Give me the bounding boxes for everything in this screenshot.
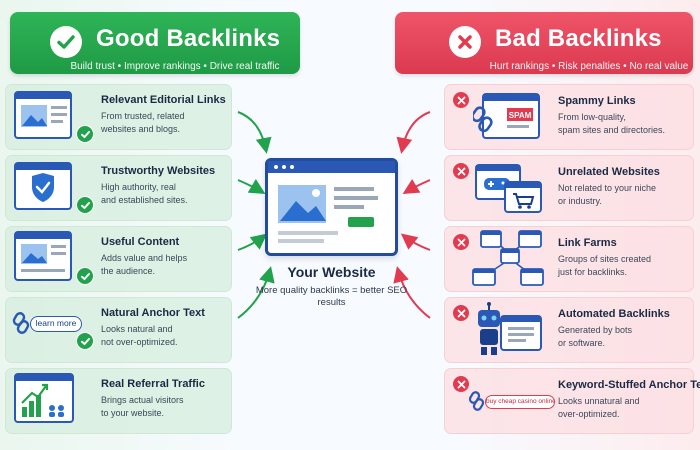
check-icon xyxy=(76,125,94,143)
good-arrow xyxy=(237,266,275,319)
item-title: Link Farms xyxy=(558,237,617,249)
good-item-card: Trustworthy Websites High authority, rea… xyxy=(5,155,232,221)
x-icon xyxy=(453,376,469,392)
item-description: From low-quality,spam sites and director… xyxy=(558,112,666,135)
bad-backlinks-title: Bad Backlinks xyxy=(495,25,662,52)
bad-item-card: SPAM Spammy Links From low-quality,spam … xyxy=(444,84,694,150)
spam-label: SPAM xyxy=(508,111,532,120)
check-icon xyxy=(50,26,82,58)
bad-item-card: Unrelated Websites Not related to your n… xyxy=(444,155,694,221)
good-backlinks-subtitle: Build trust • Improve rankings • Drive r… xyxy=(70,61,280,72)
center-title: Your Website xyxy=(287,264,376,280)
bad-backlinks-subtitle: Hurt rankings • Risk penalties • No real… xyxy=(489,61,689,72)
bad-backlinks-header: Bad Backlinks Hurt rankings • Risk penal… xyxy=(395,12,693,74)
item-title: Spammy Links xyxy=(558,95,636,107)
x-icon xyxy=(453,234,469,250)
x-icon xyxy=(449,26,481,58)
good-arrow xyxy=(237,233,268,251)
check-icon xyxy=(76,332,94,350)
article-image-icon xyxy=(14,91,72,139)
growth-chart-icon xyxy=(14,373,74,423)
good-backlinks-title: Good Backlinks xyxy=(96,25,281,52)
content-page-icon xyxy=(14,231,72,281)
bad-arrow xyxy=(393,266,431,319)
good-item-card: Relevant Editorial Links From trusted, r… xyxy=(5,84,232,150)
link-icon xyxy=(469,391,485,411)
bad-arrow xyxy=(396,111,431,154)
item-title: Relevant Editorial Links xyxy=(101,94,226,106)
gamepad-cart-icon xyxy=(475,164,542,213)
good-item-card: learn more Natural Anchor Text Looks nat… xyxy=(5,297,232,363)
item-title: Automated Backlinks xyxy=(558,308,670,320)
bad-arrow xyxy=(402,178,431,195)
good-backlinks-header: Good Backlinks Build trust • Improve ran… xyxy=(10,12,300,74)
x-icon xyxy=(453,163,469,179)
bad-arrow xyxy=(400,233,431,251)
robot-icon xyxy=(478,302,542,355)
bad-item-card: buy cheap casino online Keyword-Stuffed … xyxy=(444,368,700,434)
center-subtitle: More quality backlinks = better SEO resu… xyxy=(255,285,408,308)
item-title: Keyword-Stuffed Anchor Text xyxy=(558,379,700,391)
learn-more-chip: learn more xyxy=(30,316,82,332)
item-title: Real Referral Traffic xyxy=(101,378,205,390)
link-icon xyxy=(12,312,30,334)
item-title: Unrelated Websites xyxy=(558,166,660,178)
website-browser-icon xyxy=(265,158,398,256)
x-icon xyxy=(453,305,469,321)
network-sites-icon xyxy=(472,230,544,286)
x-icon xyxy=(453,92,469,108)
good-arrow xyxy=(237,178,266,195)
item-title: Trustworthy Websites xyxy=(101,165,216,177)
good-item-card: Real Referral Traffic Brings actual visi… xyxy=(5,368,232,434)
item-title: Useful Content xyxy=(101,236,180,248)
check-icon xyxy=(76,196,94,214)
check-icon xyxy=(76,267,94,285)
item-title: Natural Anchor Text xyxy=(101,307,205,319)
spam-link-icon xyxy=(473,93,540,139)
keyword-anchor-chip: buy cheap casino online xyxy=(485,395,555,409)
good-arrow xyxy=(237,111,272,154)
shield-check-icon xyxy=(14,162,72,210)
